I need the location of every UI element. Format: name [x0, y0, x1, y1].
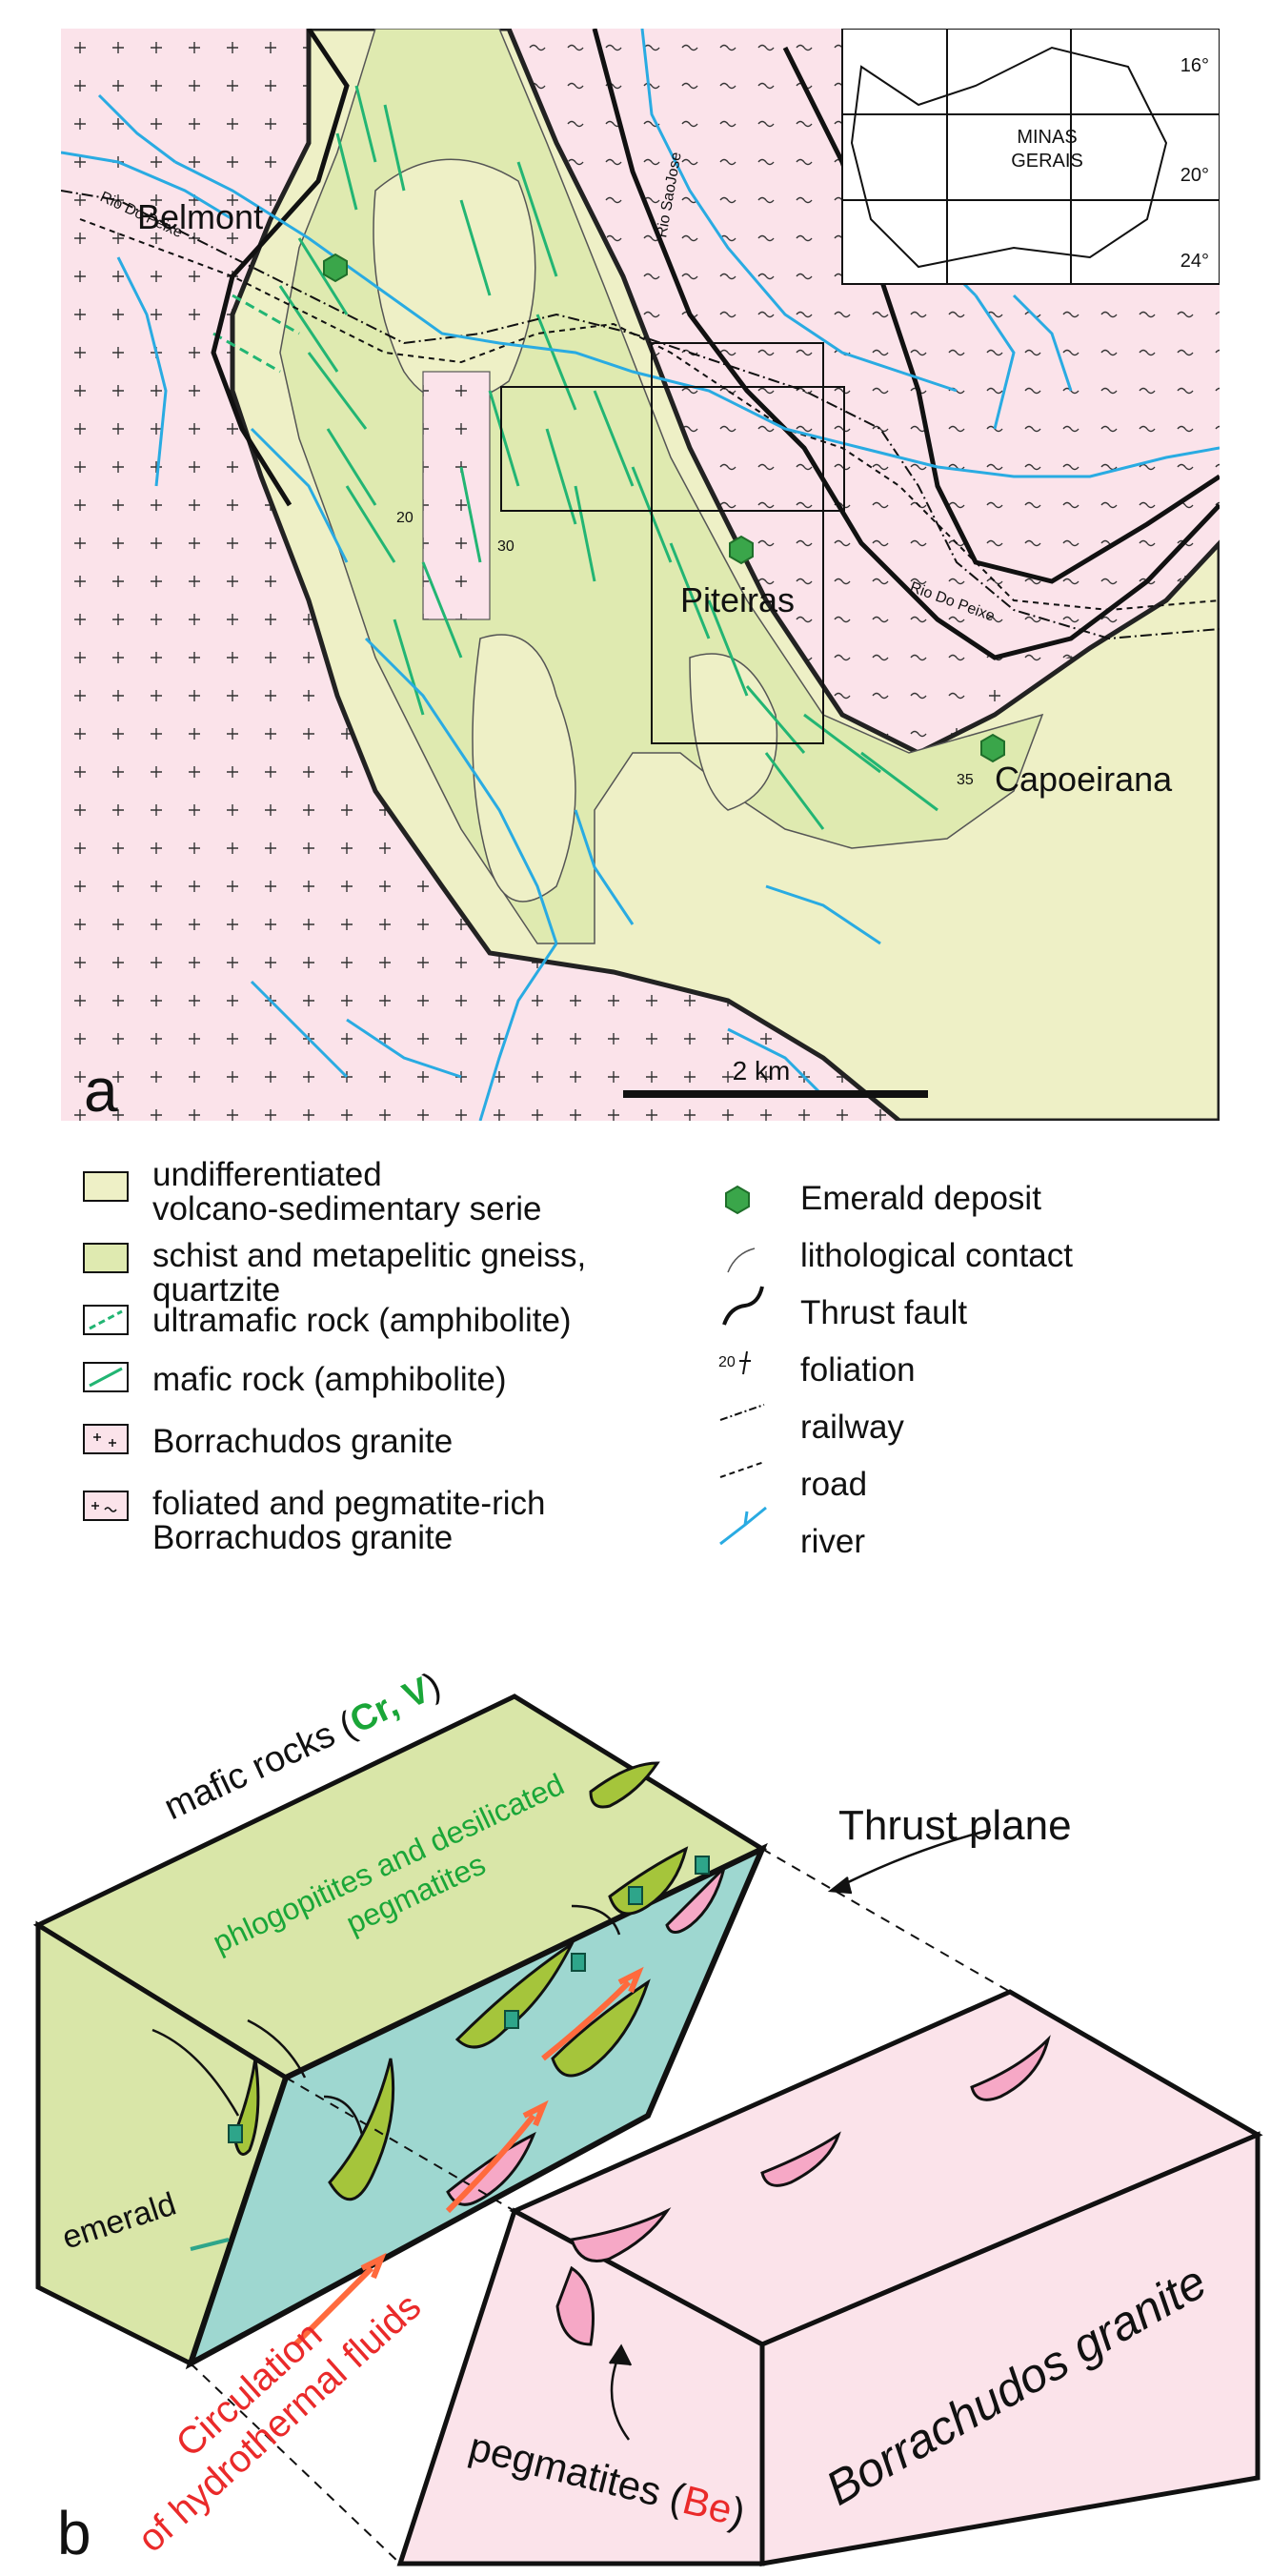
volcano-sedimentary-window-south	[472, 634, 576, 903]
scale-bar-label: 2 km	[733, 1056, 791, 1085]
mafic-swatch	[83, 1362, 129, 1392]
block-diagram: b Thrust plane mafic rocks (Cr, V) phlog…	[32, 1665, 1263, 2567]
granite-block-side	[759, 2131, 1261, 2566]
foliation-symbol	[739, 1350, 751, 1375]
inset-latitude: 16°	[1180, 55, 1209, 76]
foliation-symbol-number: 20	[718, 1354, 736, 1370]
phlogopitite-lens	[454, 1939, 575, 2049]
study-area-box	[500, 386, 845, 512]
town-label: Belmont	[137, 197, 263, 236]
mafic-rock-lines	[278, 85, 938, 830]
legend-thrust-fault: Thrust fault	[800, 1294, 968, 1331]
schist-gneiss-swatch	[83, 1243, 129, 1273]
fluid-flow-arrows	[293, 1966, 644, 2347]
emerald-crystal-icon	[695, 1856, 710, 1875]
foliation-dip: 35	[957, 772, 974, 788]
ultramafic-swatch	[83, 1305, 129, 1335]
town-label: Capoeirana	[995, 760, 1173, 799]
thrust-plane-surface	[185, 1842, 768, 2370]
volcano-sedimentary-swatch	[83, 1171, 129, 1202]
lithological-contact-symbol	[727, 1247, 756, 1273]
emerald-crystal-icon	[228, 2124, 243, 2143]
emerald-crystal-icon	[628, 1886, 643, 1905]
phlogopitite-lens	[589, 1761, 660, 1809]
legend-symbols-right: 20	[718, 1185, 767, 1546]
inset-latitude: 20°	[1180, 165, 1209, 186]
inset-state-label: MINAS	[1017, 127, 1077, 148]
emerald-deposit-icon	[725, 1185, 750, 1215]
thrust-plane-label: Thrust plane	[838, 1802, 1072, 1849]
panel-label-b: b	[57, 2499, 91, 2567]
legend-schist-gneiss: schist and metapelitic gneiss,quartzite	[152, 1237, 587, 1308]
panel-label-a: a	[84, 1056, 118, 1121]
inset-map	[841, 29, 1220, 285]
phlogopitite-lens	[551, 1978, 651, 2078]
emerald-pointer	[190, 2238, 230, 2251]
legend-granite: Borrachudos granite	[152, 1423, 454, 1460]
legend-lithological-contact: lithological contact	[800, 1237, 1073, 1274]
thrust-fault-symbol	[722, 1286, 764, 1326]
road-line	[79, 218, 1220, 612]
river-symbol	[719, 1506, 767, 1546]
emerald-deposit-icon	[323, 253, 348, 283]
legend-emerald-deposit: Emerald deposit	[800, 1180, 1041, 1217]
legend-road: road	[800, 1466, 868, 1503]
emerald-deposit-icon	[980, 733, 1005, 763]
annotation-arrows	[151, 1828, 992, 2441]
foliated-granite-swatch	[83, 1491, 129, 1521]
granite-swatch	[83, 1424, 129, 1454]
granite-inlier	[422, 371, 491, 620]
inset-state-label: GERAIS	[1011, 151, 1083, 172]
emerald-crystal-icon	[571, 1953, 586, 1972]
foliation-dip: 20	[396, 510, 414, 526]
emerald-deposit-icon	[729, 535, 754, 565]
emerald-deposit-icons	[323, 253, 1005, 763]
geological-map: MINAS GERAIS 16° 20° 24° Belmont Piteira…	[61, 29, 1220, 1121]
study-area-box	[651, 342, 824, 744]
pegmatite-lenses-granite	[555, 2035, 1051, 2346]
legend-swatches-left	[83, 1171, 129, 1521]
road-symbol	[719, 1461, 765, 1478]
railway-line	[61, 190, 1220, 640]
legend-foliation: foliation	[800, 1351, 916, 1389]
town-label: Piteiras	[680, 580, 795, 619]
foliation-dip: 30	[497, 538, 514, 555]
volcano-sedimentary-window-east	[689, 653, 778, 811]
emerald-crystal-icons	[228, 1856, 710, 2143]
railway-symbol	[719, 1404, 765, 1421]
legend-railway: railway	[800, 1409, 904, 1446]
legend-mafic: mafic rock (amphibolite)	[152, 1361, 507, 1398]
inset-latitude: 24°	[1180, 251, 1209, 272]
plane-guide-lines	[190, 1848, 1011, 2565]
emerald-crystal-icon	[504, 2010, 519, 2029]
ultramafic-rock-lines	[212, 294, 300, 374]
legend-ultramafic: ultramafic rock (amphibolite)	[152, 1302, 572, 1339]
legend-river: river	[800, 1523, 866, 1560]
phlogopitite-lenses	[232, 1761, 689, 2201]
